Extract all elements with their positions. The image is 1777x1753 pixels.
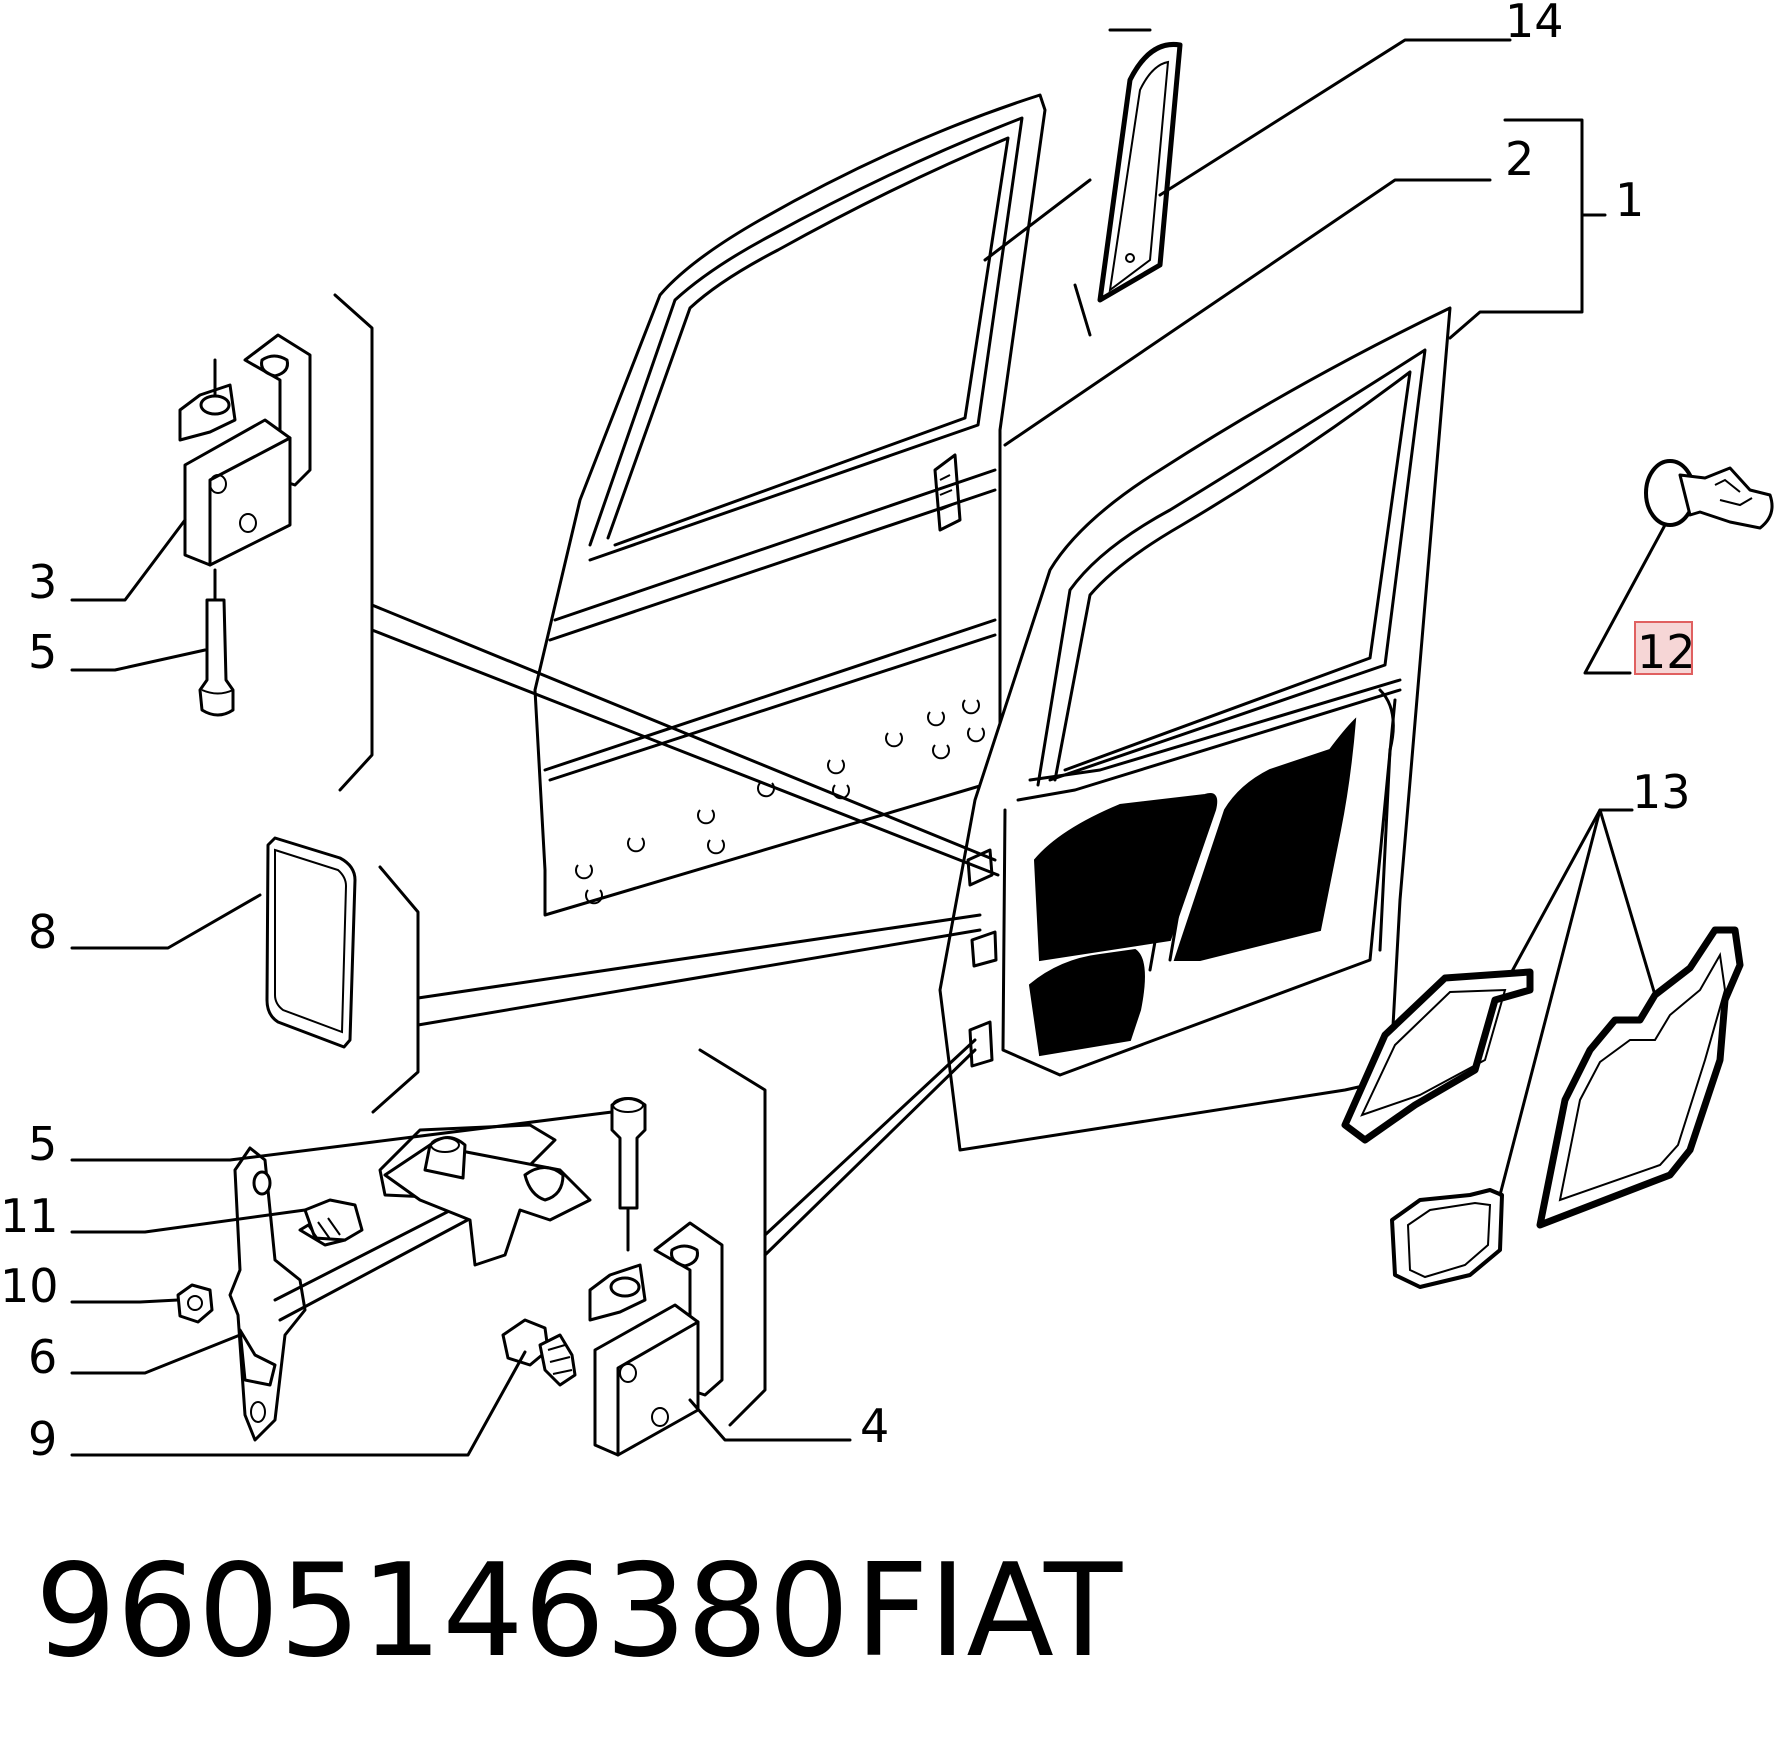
callout-4: 4 [860,1399,889,1453]
inner-panel-cutouts [1028,717,1357,1057]
rubber-plug-part-8 [265,836,357,1049]
leader-lines [70,38,1667,1457]
part-number: 9605146380 [35,1537,849,1686]
highlight-box-12 [1634,621,1693,675]
callout-12: 12 [1637,625,1696,679]
callout-8: 8 [28,905,57,959]
callout-3: 3 [28,555,57,609]
window-trim-part-14 [1073,28,1183,337]
hinge-pin-part-5-lower [610,1097,647,1252]
callout-6: 6 [28,1330,57,1384]
brand-name: FIAT [855,1537,1123,1686]
hinge-upper-part-3 [178,333,312,602]
sealing-films-part-13 [1341,926,1744,1289]
callout-14: 14 [1505,0,1564,48]
nut-part-10 [176,1283,214,1324]
callout-11: 11 [0,1189,59,1243]
clip-part-12 [1644,459,1774,530]
callout-9: 9 [28,1412,57,1466]
bolt-part-11 [298,1198,364,1247]
callout-2: 2 [1505,132,1534,186]
callout-10: 10 [0,1259,59,1313]
hinge-pin-part-5-upper [198,598,235,717]
door-check-part-6 [228,1123,592,1442]
outer-door-panel [533,93,1047,917]
callout-1: 1 [1615,173,1644,227]
callout-labels: 14 2 1 3 5 12 13 8 5 11 10 6 9 4 [0,0,1696,1466]
callout-5-lower: 5 [28,1117,57,1171]
outer-panel-holes [575,699,985,905]
hinge-lower-part-4 [588,1221,724,1457]
bolt-part-9 [501,1318,577,1387]
callout-13: 13 [1632,765,1691,819]
inner-door-panel [938,306,1452,1152]
callout-5-upper: 5 [28,625,57,679]
